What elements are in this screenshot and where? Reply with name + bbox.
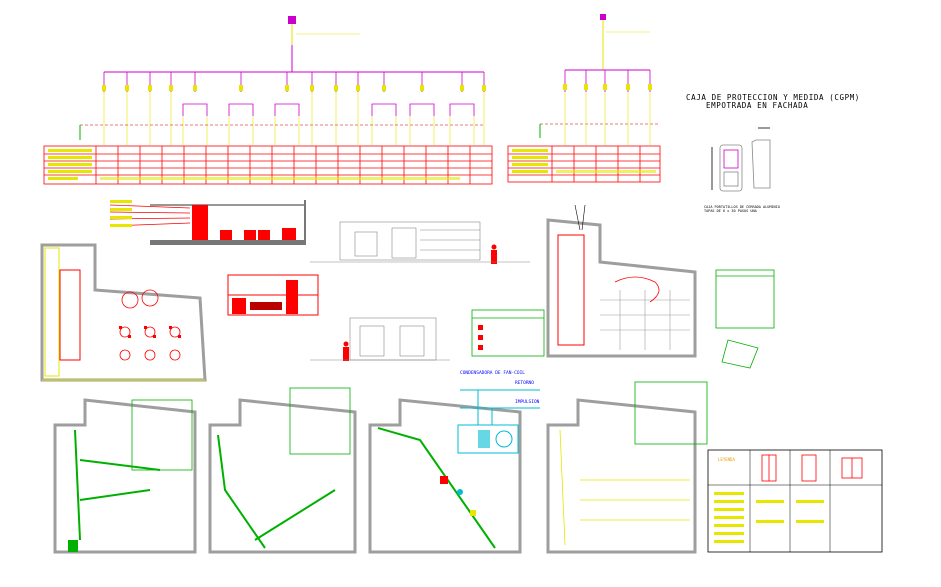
legend-box-3 <box>721 339 759 369</box>
single-line-diagram-main <box>79 16 486 145</box>
plan-bottom-3 <box>368 398 522 554</box>
facade-elevation-bottom <box>310 317 450 361</box>
fancoil-retorno: RETORNO <box>515 381 534 386</box>
fancoil-title: CONDENSADORA DE FAN-COIL <box>460 371 526 376</box>
plan-bottom-2 <box>208 387 357 554</box>
circuit-table-secondary <box>507 145 661 183</box>
cgpm-caption-line1: CAJA PORTATILLOS DE CERRADA ALUMINIO <box>704 205 780 209</box>
plan-bottom-1 <box>53 398 197 554</box>
floor-plan-electrical <box>546 204 697 358</box>
single-line-diagram-secondary <box>539 14 660 145</box>
legend-box-1 <box>471 309 545 357</box>
plan-bottom-4 <box>546 381 708 554</box>
cgpm-detail <box>711 127 771 192</box>
fancoil-impulsion: IMPULSION <box>515 400 540 405</box>
cgpm-title-line1: CAJA DE PROTECCION Y MEDIDA (CGPM) <box>686 93 860 102</box>
facade-elevation-top <box>339 221 481 261</box>
cgpm-title-line2: EMPOTRADA EN FACHADA <box>706 100 809 110</box>
section-elevation <box>109 200 306 245</box>
floor-plan-furniture <box>40 243 207 382</box>
legend-box-2 <box>715 269 775 329</box>
leyenda-title: LEYENDA <box>718 457 735 462</box>
cgpm-caption-line2: TAPAS DE 6 x 30 PASOS UNA <box>704 208 757 213</box>
bar-elevation <box>227 274 319 316</box>
fan-coil-icon <box>457 424 519 454</box>
cgpm-title: CAJA DE PROTECCION Y MEDIDA (CGPM)EMPOTR… <box>686 94 860 110</box>
legend-table <box>707 449 883 553</box>
person-figure-icon <box>343 244 497 361</box>
meter-box-icon <box>288 16 296 24</box>
fan-coil-diagram <box>457 389 540 454</box>
